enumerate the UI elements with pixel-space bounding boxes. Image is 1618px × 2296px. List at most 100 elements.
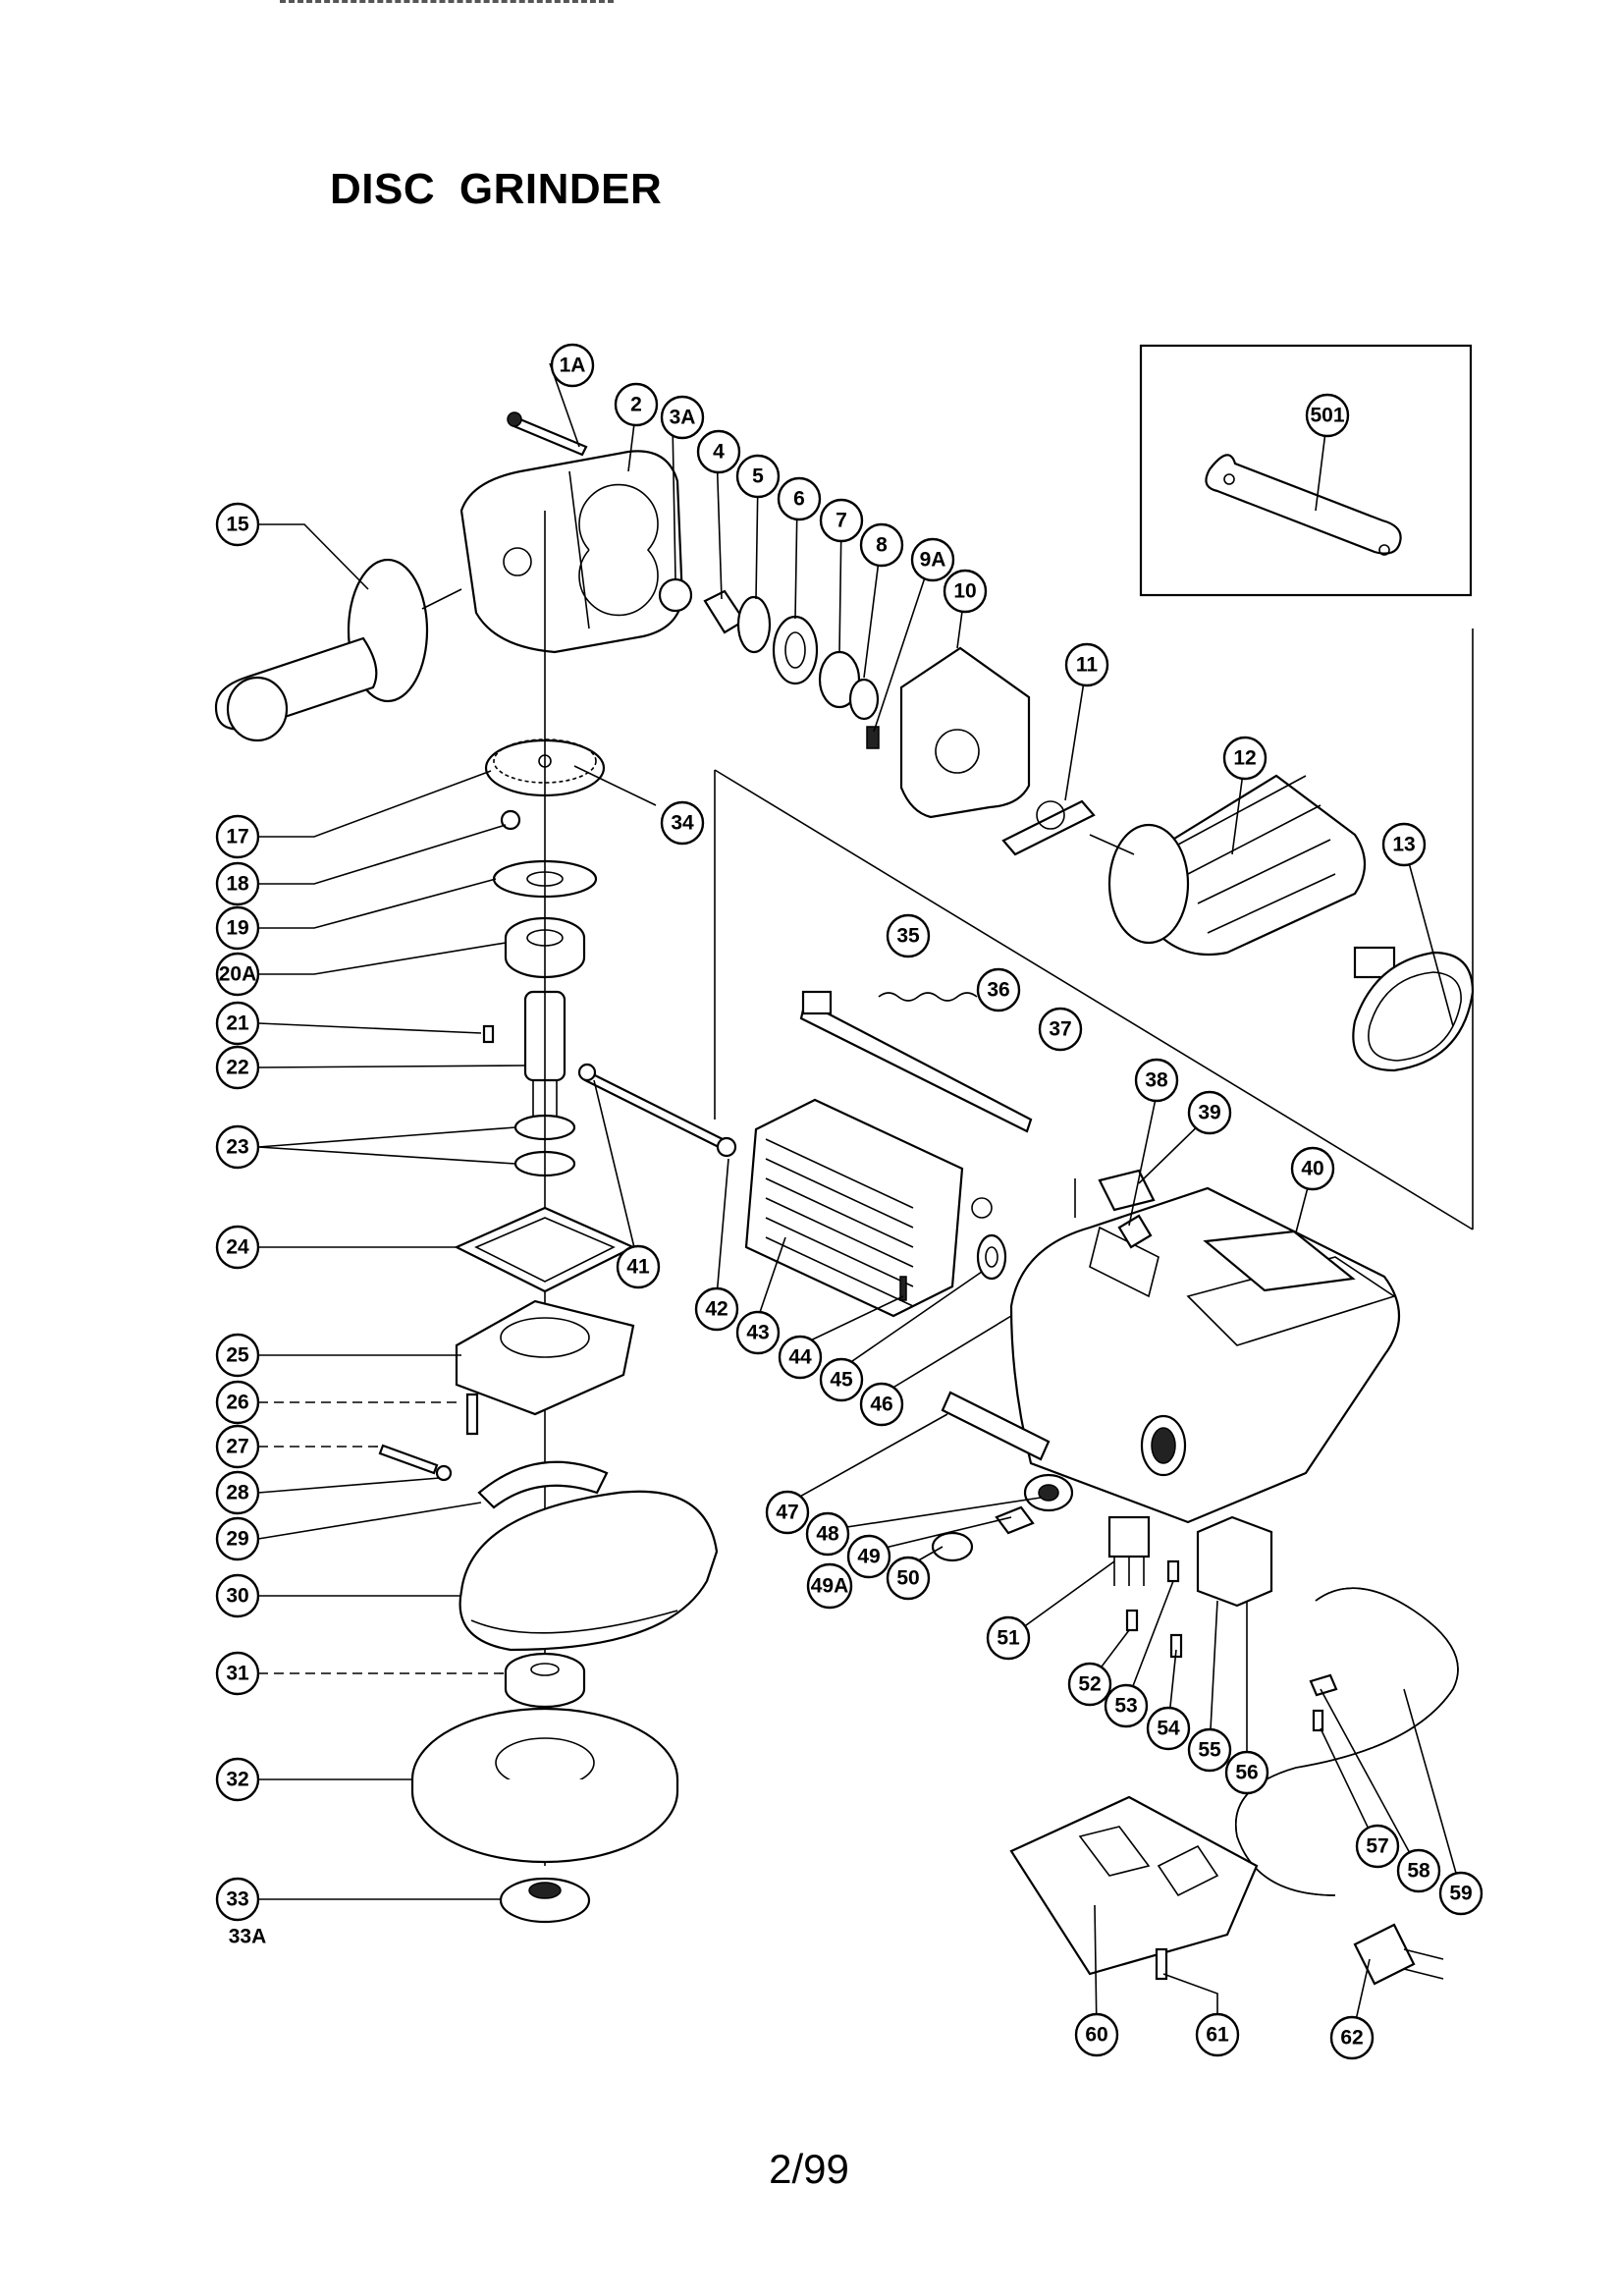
svg-text:34: 34 [671,812,694,835]
callout-39: 39 [1187,1090,1232,1135]
accessory-inset [1139,344,1473,597]
callout-28: 28 [215,1470,260,1515]
svg-text:33A: 33A [229,1926,267,1948]
callout-8: 8 [859,522,904,568]
callout-48: 48 [805,1511,850,1557]
callout-59: 59 [1438,1871,1483,1916]
callout-9A: 9A [910,537,955,582]
svg-text:42: 42 [705,1298,728,1321]
callout-32: 32 [215,1757,260,1802]
callout-53: 53 [1104,1683,1149,1728]
page-number: 2/99 [769,2146,849,2192]
svg-text:53: 53 [1114,1695,1137,1718]
callout-19: 19 [215,905,260,951]
svg-text:56: 56 [1235,1762,1258,1784]
svg-text:9A: 9A [920,549,946,572]
callout-31: 31 [215,1651,260,1696]
svg-text:12: 12 [1233,747,1256,770]
svg-text:20A: 20A [219,963,257,986]
svg-text:36: 36 [987,979,1009,1002]
gear-housing [459,450,684,654]
svg-text:7: 7 [836,510,847,532]
svg-text:27: 27 [226,1436,248,1458]
svg-text:30: 30 [226,1585,248,1608]
svg-text:33: 33 [226,1888,248,1911]
svg-text:29: 29 [226,1528,248,1551]
callout-37: 37 [1038,1007,1083,1052]
svg-text:23: 23 [226,1136,248,1159]
callout-6: 6 [777,476,822,521]
svg-text:11: 11 [1076,654,1099,677]
callout-38: 38 [1134,1058,1179,1103]
callout-4: 4 [696,429,741,474]
svg-text:501: 501 [1310,405,1344,427]
stator [744,1098,964,1318]
svg-text:24: 24 [226,1236,249,1259]
callout-18: 18 [215,861,260,906]
callout-26: 26 [215,1380,260,1425]
svg-text:58: 58 [1407,1860,1430,1883]
callout-62: 62 [1329,2015,1375,2060]
callout-23: 23 [215,1124,260,1170]
svg-text:47: 47 [776,1502,798,1524]
callout-21: 21 [215,1001,260,1046]
svg-text:19: 19 [226,917,248,940]
svg-text:32: 32 [226,1769,248,1791]
svg-text:22: 22 [226,1057,248,1079]
svg-text:46: 46 [870,1394,892,1416]
svg-text:37: 37 [1049,1018,1071,1041]
svg-text:52: 52 [1078,1673,1101,1696]
svg-text:17: 17 [226,826,248,848]
svg-text:48: 48 [816,1523,839,1546]
callout-34: 34 [660,800,705,846]
svg-text:1A: 1A [560,355,586,377]
callout-13: 13 [1381,822,1427,867]
svg-text:51: 51 [997,1627,1020,1650]
callout-45: 45 [819,1357,864,1402]
svg-text:18: 18 [226,873,249,896]
svg-text:55: 55 [1198,1739,1221,1762]
callout-20A: 20A [215,952,260,997]
svg-text:39: 39 [1198,1102,1220,1124]
svg-text:31: 31 [226,1663,249,1685]
callout-49: 49 [846,1534,891,1579]
callout-25: 25 [215,1333,260,1378]
callout-17: 17 [215,814,260,859]
callout-501: 501 [1305,393,1350,438]
callout-3A: 3A [660,395,705,440]
callout-46: 46 [859,1382,904,1427]
svg-text:61: 61 [1206,2024,1229,2047]
scan-top-marks [280,0,614,11]
callout-29: 29 [215,1516,260,1561]
svg-text:15: 15 [226,514,249,536]
svg-text:6: 6 [793,488,805,511]
svg-text:2: 2 [630,394,642,416]
callout-36: 36 [976,967,1021,1012]
callout-40: 40 [1290,1146,1335,1191]
side-handle [214,558,462,742]
callout-55: 55 [1187,1727,1232,1773]
svg-text:43: 43 [746,1322,769,1344]
svg-text:44: 44 [788,1346,812,1369]
callout-24: 24 [215,1225,260,1270]
motor-housing [1009,1186,1401,1524]
callout-56: 56 [1224,1750,1269,1795]
svg-text:28: 28 [226,1482,249,1504]
callout-35: 35 [886,913,931,958]
svg-text:62: 62 [1340,2027,1363,2050]
svg-text:25: 25 [226,1344,249,1367]
svg-text:5: 5 [752,465,764,488]
svg-text:10: 10 [953,580,976,603]
svg-text:40: 40 [1301,1158,1323,1180]
svg-text:49A: 49A [811,1575,849,1598]
callout-5: 5 [735,454,781,499]
svg-text:21: 21 [226,1012,249,1035]
svg-text:49: 49 [857,1546,880,1568]
callout-15: 15 [215,502,260,547]
callout-1A: 1A [550,343,595,388]
svg-text:59: 59 [1449,1883,1472,1905]
callout-60: 60 [1074,2012,1119,2057]
callout-41: 41 [616,1244,661,1289]
callout-52: 52 [1067,1662,1112,1707]
callout-22: 22 [215,1045,260,1090]
